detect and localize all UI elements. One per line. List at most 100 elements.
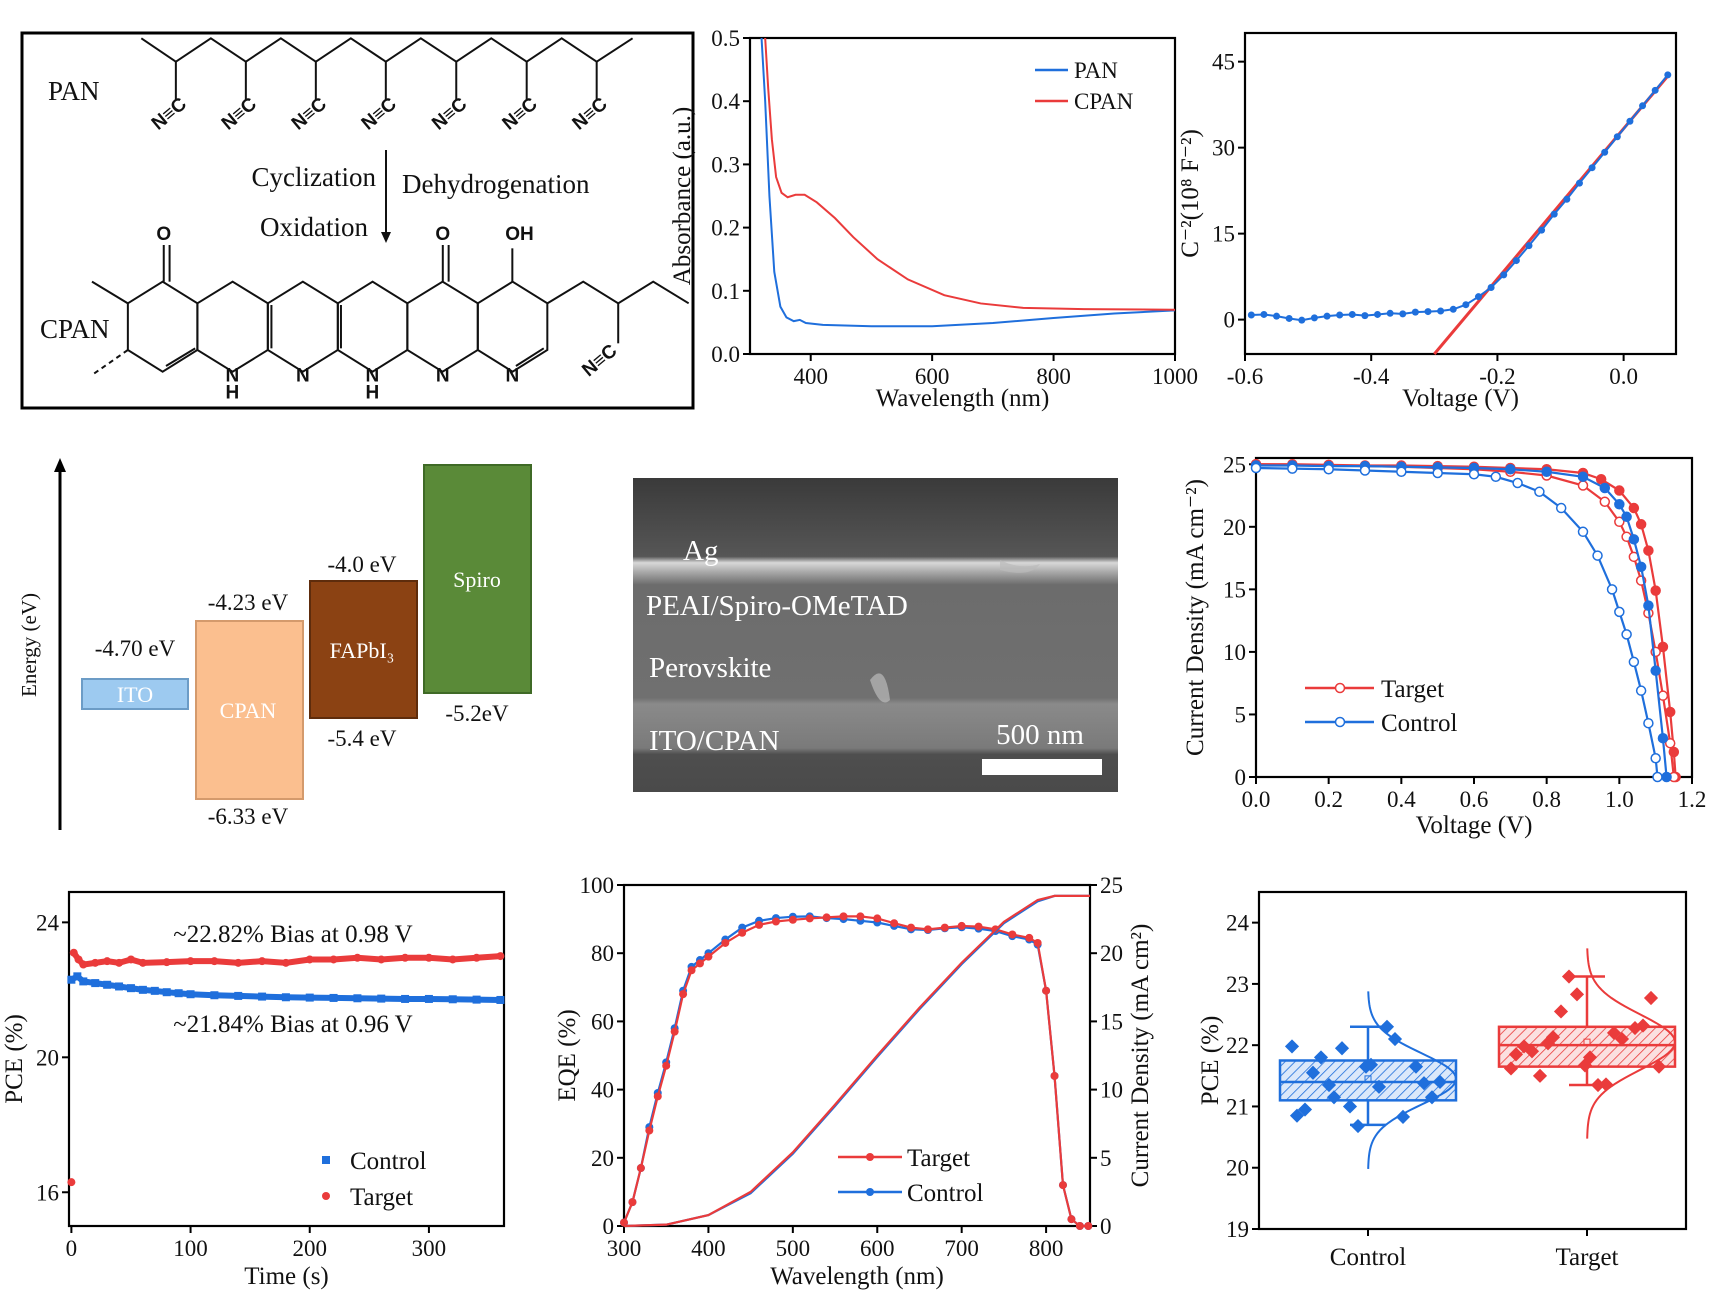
data-point <box>377 955 386 964</box>
data-point <box>1569 987 1585 1002</box>
data-point <box>1285 314 1293 322</box>
plot-frame <box>748 36 1177 356</box>
legend-marker <box>866 1188 874 1196</box>
jv-point <box>1468 469 1480 480</box>
eqe-point <box>1075 1222 1084 1230</box>
mean-marker <box>1364 1075 1372 1083</box>
data-point <box>150 986 159 995</box>
data-point <box>67 1178 76 1187</box>
data-point <box>79 977 88 986</box>
data-point <box>1326 1090 1342 1105</box>
data-line <box>1251 74 1669 322</box>
data-point <box>1575 179 1583 187</box>
legend-marker <box>322 1156 330 1164</box>
mean-marker <box>1583 1038 1591 1046</box>
x-tick-label: 200 <box>292 1236 327 1261</box>
data-point <box>1336 311 1344 319</box>
normal-curve <box>1367 991 1458 1169</box>
jv-point <box>1512 477 1523 489</box>
x-tick-label: 1.0 <box>1605 787 1634 812</box>
data-point <box>1313 1050 1329 1065</box>
y-tick-label: 0.5 <box>711 26 740 51</box>
legend-label: Control <box>907 1180 983 1207</box>
y-axis-label: Absorbance (a.u.) <box>669 107 696 285</box>
sem-layer-spiro: PEAI/Spiro-OMeTAD <box>646 590 908 622</box>
y-tick-label: 0 <box>1224 308 1236 333</box>
data-point <box>1408 1059 1424 1074</box>
legend-label: Control <box>1381 710 1457 737</box>
x-tick-label: 0.6 <box>1460 787 1489 812</box>
category-label: Target <box>1555 1244 1618 1271</box>
x-tick-label: 1.2 <box>1678 787 1707 812</box>
data-point <box>103 957 112 966</box>
jv-point <box>1534 486 1545 498</box>
eqe-point <box>1067 1215 1076 1224</box>
data-point <box>329 993 338 1002</box>
data-point <box>1532 1068 1548 1083</box>
eqe-point <box>1042 986 1051 995</box>
bond <box>266 280 339 373</box>
ito-label: ITO <box>117 682 153 707</box>
data-point <box>448 955 457 964</box>
data-point <box>1348 310 1356 318</box>
nitrile-group: N≡C <box>358 94 401 135</box>
x-tick-label: 0.2 <box>1314 787 1343 812</box>
eqe-point <box>771 917 780 926</box>
x-tick-label: 300 <box>607 1236 642 1261</box>
legend-marker <box>866 1153 874 1161</box>
bond <box>196 280 269 373</box>
eqe-point <box>805 914 814 923</box>
data-point <box>377 994 386 1003</box>
axis-arrow-icon <box>54 458 66 472</box>
data-point <box>281 958 290 967</box>
eqe-point <box>974 922 983 931</box>
jv-curve <box>1256 464 1668 778</box>
y-tick-label: 100 <box>580 873 615 898</box>
data-point <box>1545 1030 1561 1045</box>
legend-label: Target <box>1381 676 1444 703</box>
y-tick-label: 16 <box>36 1180 59 1205</box>
jv-point <box>1635 519 1647 530</box>
y-right-tick-label: 0 <box>1100 1214 1112 1239</box>
jv-point <box>1650 665 1661 676</box>
y-tick-label: 23 <box>1226 972 1249 997</box>
jv-point <box>1359 465 1371 476</box>
y-tick-label: 0.1 <box>711 279 740 304</box>
data-point <box>1503 1061 1519 1076</box>
jv-point <box>1396 466 1407 478</box>
data-point <box>1516 1039 1532 1054</box>
data-point <box>1284 1039 1300 1054</box>
y-tick-label: 0 <box>603 1214 615 1239</box>
data-point <box>1590 1077 1606 1093</box>
y-tick-label: 20 <box>36 1045 59 1070</box>
plot-frame <box>1254 456 1694 779</box>
y-axis-label: C⁻²(10⁸ F⁻²) <box>1177 129 1204 258</box>
jv-point <box>1628 656 1640 668</box>
data-point <box>1371 1079 1387 1094</box>
data-point <box>258 992 267 1001</box>
x-tick-label: 800 <box>1036 364 1071 389</box>
data-point <box>186 990 195 999</box>
cpan-level <box>195 620 304 800</box>
legend-marker <box>1334 716 1346 728</box>
x-axis-label: Wavelength (nm) <box>876 385 1050 412</box>
jv-point <box>1614 499 1625 510</box>
data-point <box>1601 148 1609 156</box>
data-point <box>1361 312 1369 320</box>
data-point <box>305 993 314 1002</box>
x-tick-label: -0.6 <box>1227 364 1263 389</box>
jv-point <box>1643 717 1654 729</box>
jv-point <box>1490 471 1502 483</box>
legend-marker <box>1334 682 1346 694</box>
data-point <box>1395 1109 1411 1124</box>
eqe-point <box>957 921 966 930</box>
y-tick-label: 80 <box>591 941 614 966</box>
y-tick-label: 15 <box>1223 577 1246 602</box>
nitrile-group: N≡C <box>578 340 621 381</box>
y-tick-label: 5 <box>1235 702 1247 727</box>
sem-layer-ito-cpan: ITO/CPAN <box>649 725 780 757</box>
